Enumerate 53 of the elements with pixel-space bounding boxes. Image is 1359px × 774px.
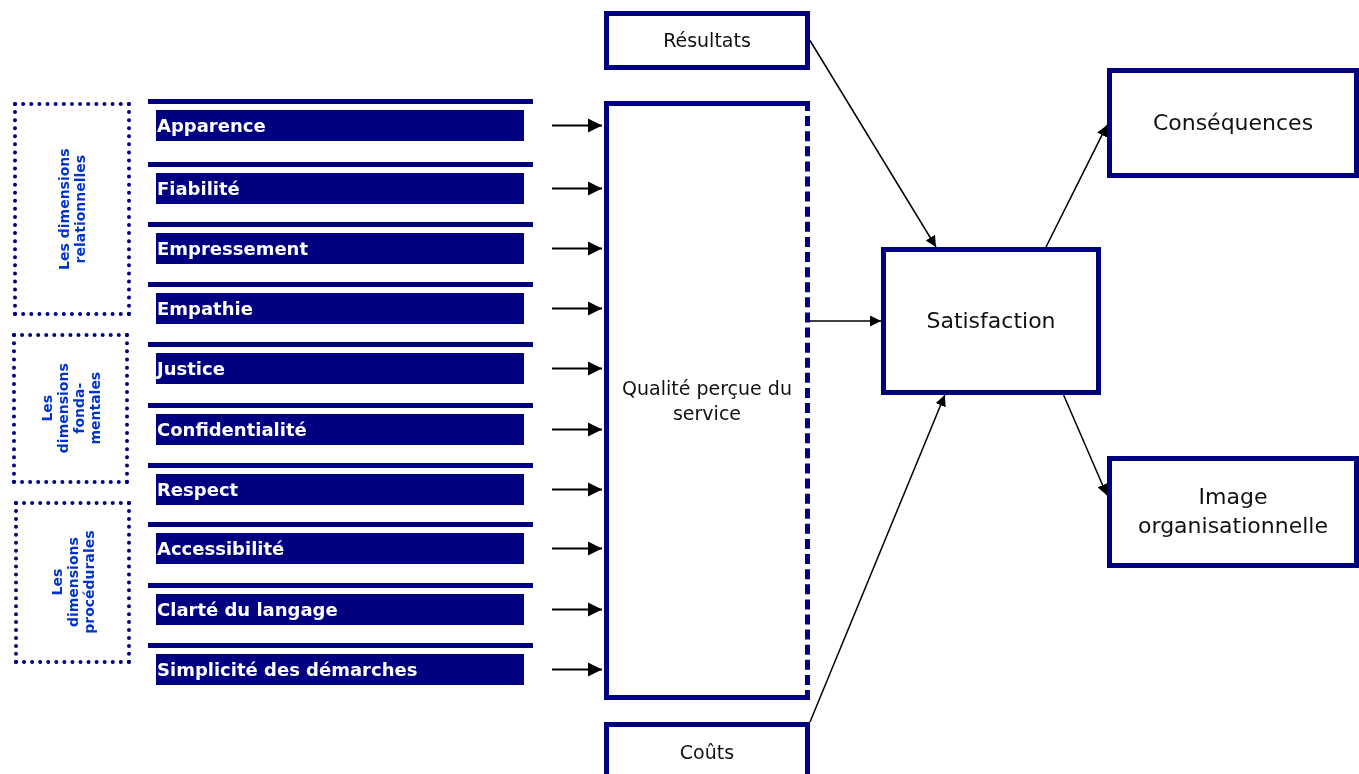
dimension-bar bbox=[156, 654, 524, 685]
dimension-bar bbox=[156, 533, 524, 564]
process-box bbox=[604, 101, 810, 700]
dimension-bar bbox=[156, 474, 524, 505]
node-label: Conséquences bbox=[1152, 108, 1314, 137]
dimension-group-box bbox=[12, 333, 129, 484]
dimension-bar bbox=[156, 353, 524, 384]
node-label: Clarté du langage bbox=[156, 599, 338, 620]
dimension-bar bbox=[156, 173, 524, 204]
arrow bbox=[1062, 394, 1108, 496]
arrow bbox=[551, 602, 603, 617]
arrow bbox=[551, 181, 603, 196]
arrow bbox=[551, 361, 603, 376]
node-label: Empathie bbox=[156, 298, 253, 319]
arrow bbox=[809, 315, 882, 327]
dimension-bar bbox=[156, 233, 524, 264]
node-label: Fiabilité bbox=[156, 178, 240, 199]
process-box bbox=[604, 722, 810, 774]
arrow bbox=[551, 118, 603, 133]
arrow bbox=[551, 662, 603, 677]
process-box bbox=[1107, 456, 1359, 568]
dimension-group-box bbox=[14, 501, 131, 664]
node-label: Apparence bbox=[156, 115, 266, 136]
node-label: Confidentialité bbox=[156, 419, 307, 440]
node-label: Simplicité des démarches bbox=[156, 659, 418, 680]
process-box bbox=[881, 247, 1101, 395]
dimension-group-box bbox=[13, 102, 131, 316]
dimension-bar bbox=[156, 414, 524, 445]
arrow bbox=[551, 241, 603, 256]
arrow bbox=[551, 482, 603, 497]
process-box bbox=[1107, 68, 1359, 178]
node-label: Résultats bbox=[663, 28, 751, 53]
node-label: Image organisationnelle bbox=[1137, 483, 1329, 540]
node-label: Les dimensions relationnelles bbox=[55, 147, 89, 272]
node-label: Empressement bbox=[156, 238, 309, 259]
node-label: Coûts bbox=[679, 739, 735, 765]
node-label: Qualité perçue du service bbox=[622, 375, 792, 426]
dimension-bar bbox=[156, 293, 524, 324]
dimension-bar bbox=[156, 110, 524, 141]
process-box bbox=[604, 11, 810, 70]
node-label: Les dimensions procédurales bbox=[48, 529, 97, 637]
node-label: Accessibilité bbox=[156, 538, 285, 559]
arrow bbox=[1045, 124, 1108, 248]
node-label: Justice bbox=[156, 358, 225, 379]
node-label: Les dimensions fonda-mentales bbox=[38, 362, 103, 455]
arrow bbox=[551, 541, 603, 556]
arrow bbox=[809, 394, 946, 723]
arrow bbox=[551, 422, 603, 437]
arrow bbox=[809, 39, 937, 248]
node-label: Respect bbox=[156, 479, 239, 500]
dimension-bar bbox=[156, 594, 524, 625]
arrow bbox=[551, 301, 603, 316]
node-label: Satisfaction bbox=[926, 306, 1056, 335]
